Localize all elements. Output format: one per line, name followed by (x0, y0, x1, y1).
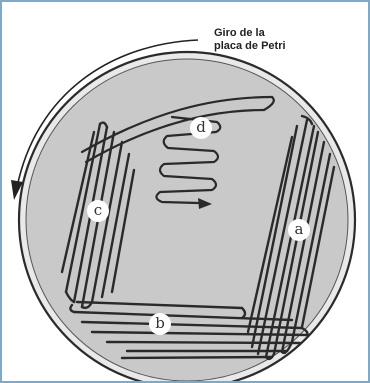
zone-label-b: b (149, 313, 171, 335)
petri-dish-diagram (2, 2, 368, 381)
zone-label-d: d (190, 117, 212, 139)
rotation-caption-line-2: placa de Petri (214, 40, 286, 52)
zone-label-c: c (87, 200, 109, 222)
zone-label-a: a (288, 219, 310, 241)
rotation-caption-line-1: Giro de la (214, 27, 265, 39)
